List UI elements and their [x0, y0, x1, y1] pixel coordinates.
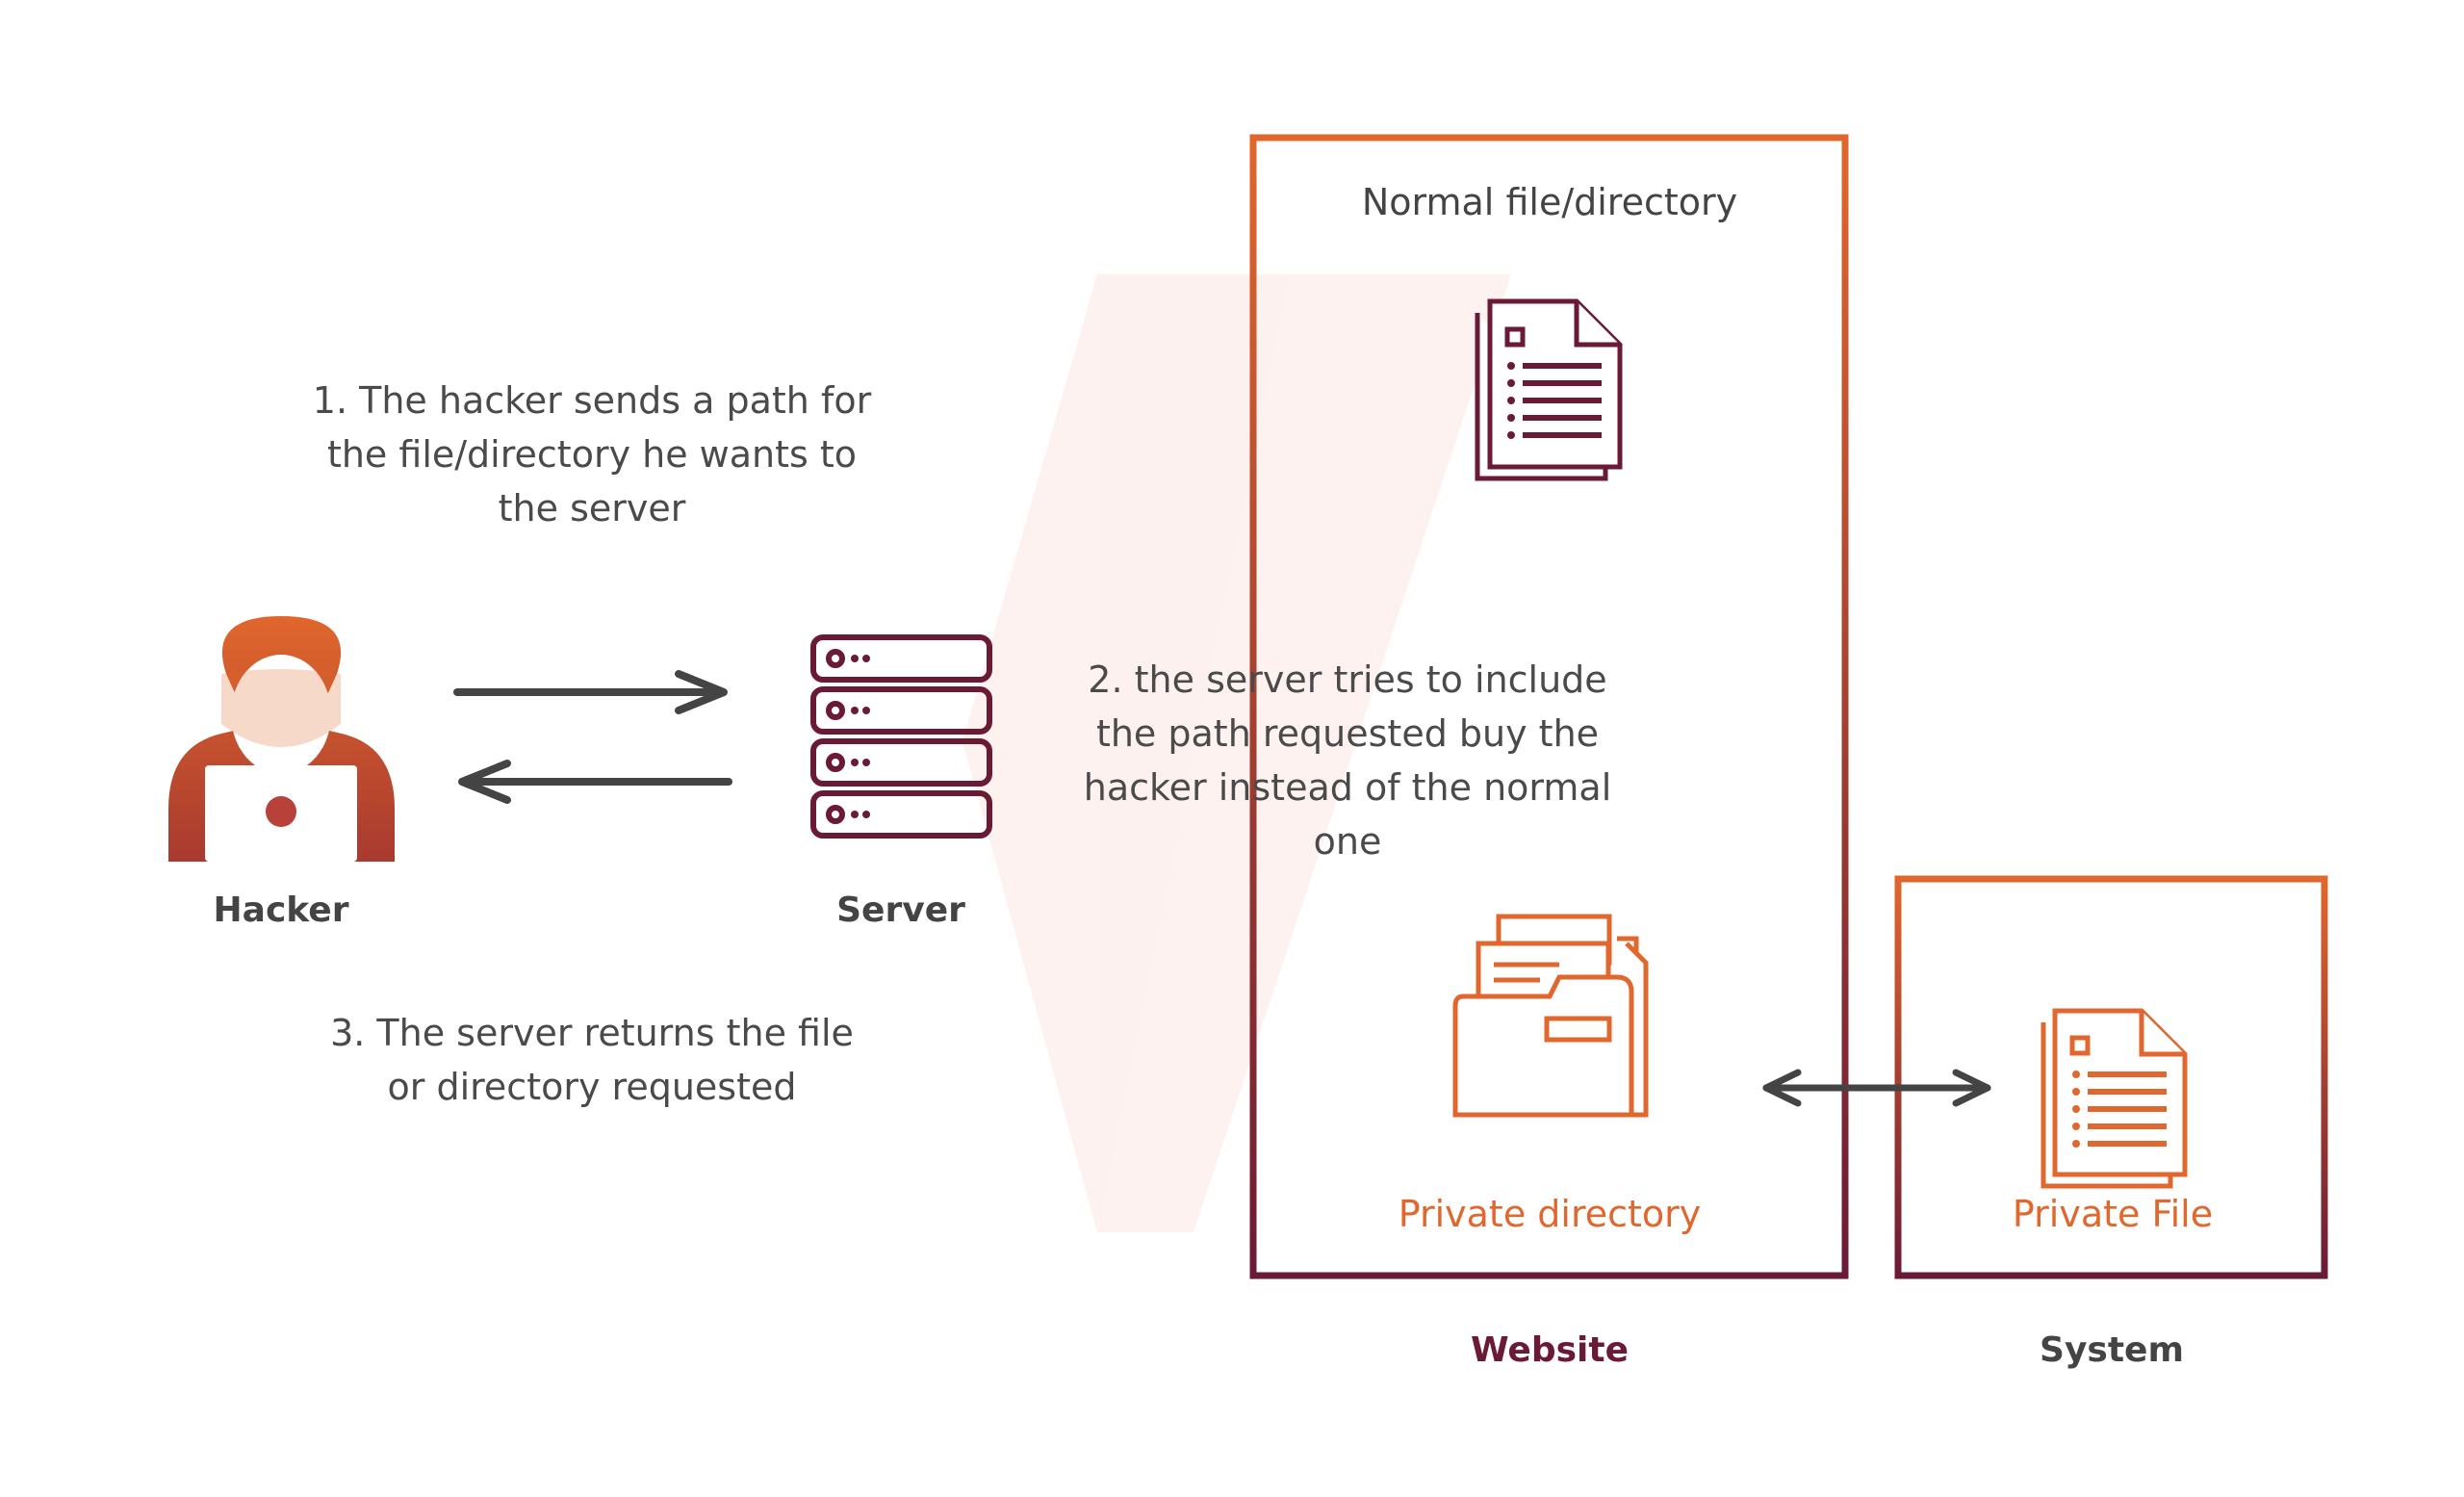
- website-label: Website: [1470, 1330, 1629, 1370]
- step1-text: 1. The hacker sends a path for the file/…: [312, 379, 872, 529]
- system-label: System: [2040, 1330, 2184, 1370]
- normal-file-label: Normal file/directory: [1361, 181, 1738, 223]
- server-label: Server: [836, 890, 965, 930]
- response-arrow: [458, 760, 732, 804]
- step3-text: 3. The server returns the file or direct…: [330, 1012, 854, 1108]
- private-folder-icon: [1452, 914, 1649, 1118]
- normal-document-icon: [1475, 298, 1623, 481]
- server-icon: [810, 634, 992, 839]
- step2-text: 2. the server tries to include the path …: [1083, 658, 1612, 863]
- private-file-label: Private File: [2012, 1193, 2214, 1235]
- hacker-icon: [168, 616, 395, 862]
- private-directory-label: Private directory: [1398, 1193, 1702, 1235]
- double-arrow: [1762, 1069, 1991, 1107]
- system-box: [1894, 875, 2328, 1279]
- private-file-icon: [2040, 1008, 2188, 1189]
- hacker-label: Hacker: [213, 890, 349, 930]
- request-arrow: [453, 670, 728, 714]
- website-box: [1249, 134, 1849, 1279]
